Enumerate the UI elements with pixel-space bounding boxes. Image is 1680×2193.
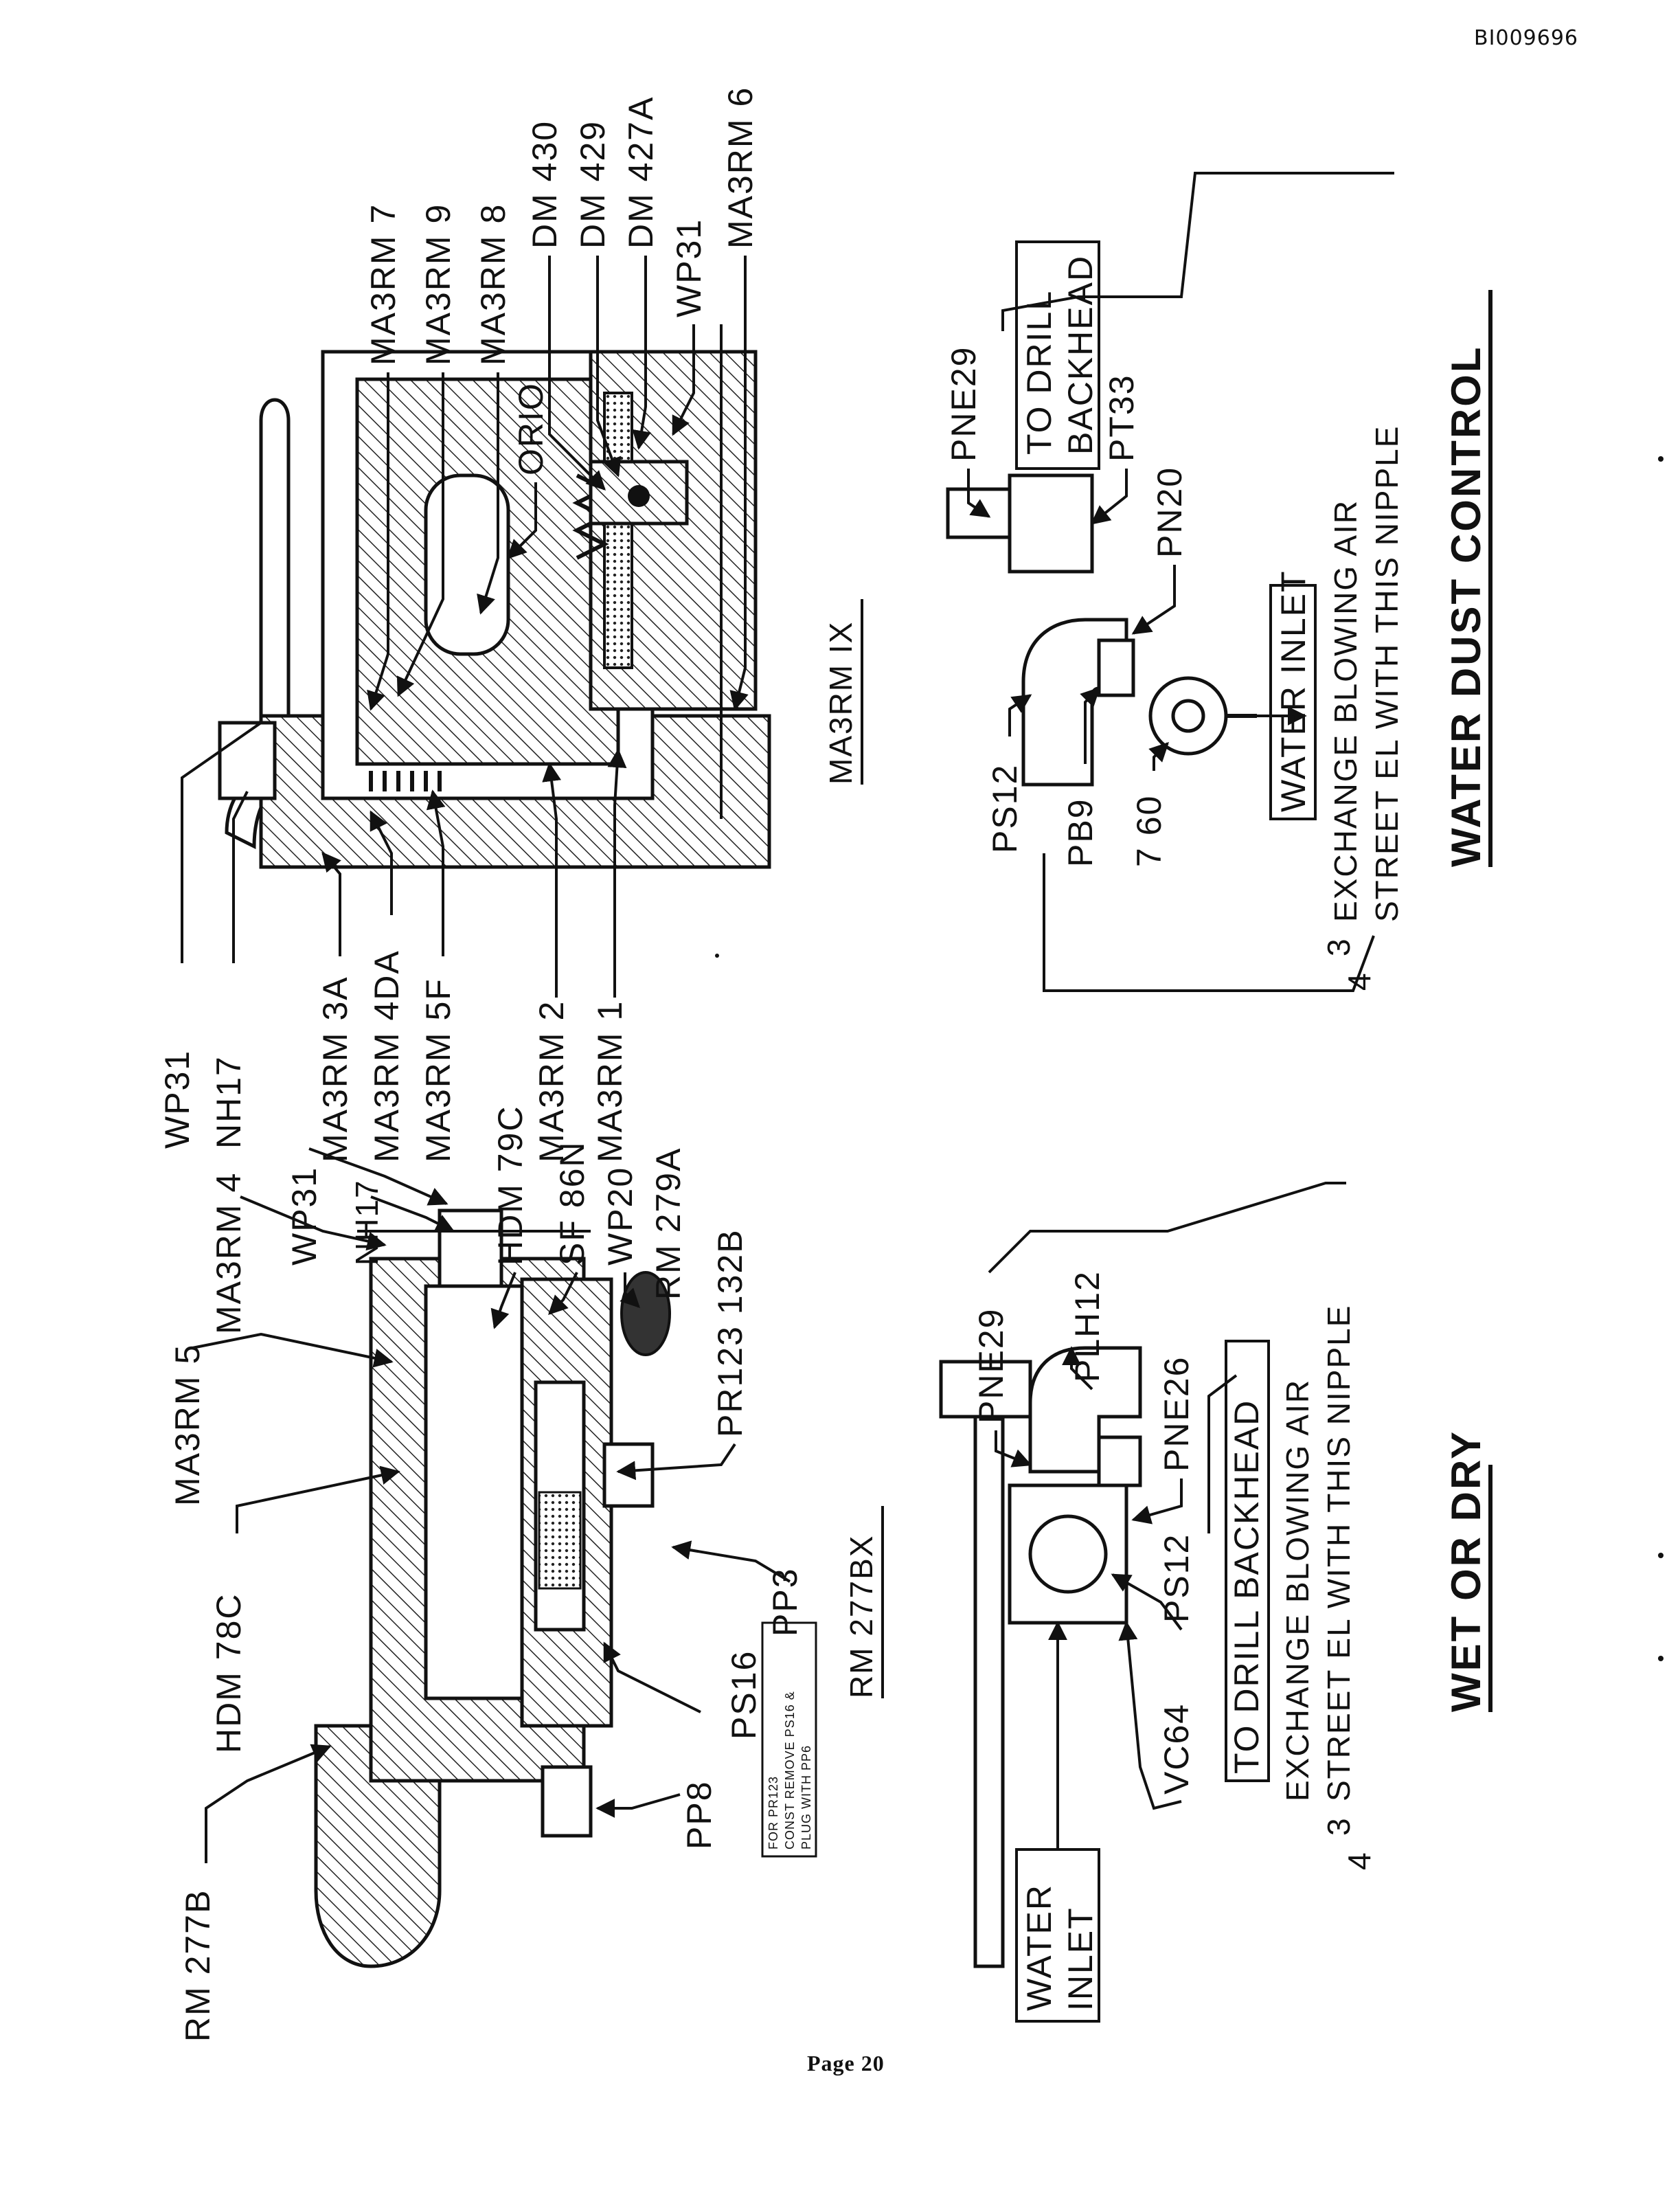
rm277-bottom-stem	[541, 1765, 593, 1838]
rotated-drawing: WP31 NH17 MA3RM 3A MA3RM 4DA MA3RM 5F MA…	[158, 87, 1492, 2042]
wdc-note-2: STREET EL WITH THIS NIPPLE	[1369, 425, 1405, 922]
wdc-title: WATER DUST CONTROL	[1443, 346, 1489, 868]
wd-fitting	[1097, 1435, 1142, 1487]
wdc-label-water-inlet: WATER INLET	[1274, 570, 1313, 812]
wdc-label-pn20: PN20	[1150, 466, 1189, 558]
wd-fraction-num: 3	[1321, 1817, 1357, 1836]
label-ma3rm-1: MA3RM 1	[591, 1000, 629, 1162]
ma3rm-shaded-plug	[603, 392, 633, 669]
wd-label-to-drill-backhead: TO DRILL BACKHEAD	[1227, 1399, 1266, 1774]
wdc-label-pb9: PB9	[1061, 798, 1100, 867]
water-dust-control-drawing	[946, 473, 1307, 787]
label-dm-427a: DM 427A	[622, 96, 660, 249]
wd-valve-ball	[1028, 1514, 1108, 1594]
wd-nipple	[939, 1360, 1032, 1419]
rm277-label-nh17: NH17	[349, 1179, 385, 1266]
label-wp31-b: WP31	[670, 218, 708, 317]
rm277-label-pp8: PP8	[680, 1780, 718, 1849]
label-dm-430: DM 430	[525, 120, 564, 249]
label-ma3rm-9: MA3RM 9	[419, 203, 457, 366]
label-ma3rm-8: MA3RM 8	[474, 203, 512, 366]
rm277-label-hdm78c: HDM 78C	[209, 1593, 248, 1753]
rm277-label-sf86n: SF 86N	[553, 1140, 591, 1266]
wdc-label-pt33: PT33	[1102, 374, 1141, 462]
page-number: Page 20	[807, 2051, 885, 2076]
label-dm-429: DM 429	[574, 120, 612, 249]
wdc-nipple	[946, 487, 1012, 539]
ma3rm-nut	[218, 721, 277, 800]
wdc-bushing	[1097, 638, 1135, 697]
rm277-label-rm279a: RM 279A	[649, 1147, 688, 1300]
rm277-labels: RM 277B HDM 78C MA3RM 5 MA3RM 4 WP31 NH1…	[168, 1105, 884, 2042]
rm277-dotted-core	[538, 1491, 582, 1590]
wd-label-pne26: PNE26	[1157, 1356, 1196, 1472]
rm277-title: RM 277BX	[843, 1535, 879, 1698]
rm277-label-ps16: PS16	[725, 1650, 763, 1740]
label-ma3rm-6: MA3RM 6	[721, 87, 760, 249]
rm277-label-ma3rm5: MA3RM 5	[168, 1344, 207, 1506]
label-ma3rm-5f: MA3RM 5F	[419, 978, 457, 1162]
wdc-label-760: 7 60	[1130, 795, 1168, 867]
label-nh17-a: NH17	[209, 1055, 248, 1149]
rm277-note-1: FOR PR123	[767, 1776, 780, 1849]
wd-note-1: EXCHANGE BLOWING AIR	[1280, 1379, 1315, 1801]
label-wp31-a: WP31	[158, 1050, 196, 1149]
label-ma3rm-3a: MA3RM 3A	[316, 976, 354, 1162]
water-dust-control-labels: PNE29 TO DRILL BACKHEAD PT33 PN20 PS12 P…	[944, 172, 1492, 992]
wdc-label-to-drill: TO DRILL	[1020, 290, 1058, 455]
wdc-fraction-num: 3	[1321, 937, 1357, 956]
label-ma3rm-4da: MA3RM 4DA	[367, 949, 406, 1162]
wet-dry-drawing	[939, 1346, 1142, 1968]
rm277-note-2: CONST REMOVE PS16 &	[783, 1691, 797, 1849]
rm277-label-wp31: WP31	[285, 1167, 323, 1266]
rm277-assembly	[314, 1208, 671, 1968]
wdc-label-pne29: PNE29	[944, 346, 983, 462]
wdc-tee	[1008, 473, 1094, 574]
label-orio: ORIO	[512, 382, 550, 475]
wdc-label-backhead: BACKHEAD	[1061, 255, 1100, 455]
wd-label-water: WATER	[1020, 1884, 1058, 2011]
rm277-label-ma3rm4: MA3RM 4	[209, 1172, 248, 1334]
rm277-side-fitting	[602, 1442, 655, 1508]
wd-label-inlet: INLET	[1061, 1907, 1100, 2011]
label-ma3rm-7: MA3RM 7	[364, 203, 402, 366]
wd-label-vc64: VC64	[1157, 1703, 1196, 1795]
ma3rm-check-ball	[628, 485, 650, 507]
wet-dry-labels: PNE29 PLH12 PNE26 TO DRILL BACKHEAD PS12…	[972, 1182, 1492, 2023]
wdc-valve-inner	[1171, 699, 1205, 733]
rm277-label-hdm79c: HDM 79C	[491, 1105, 530, 1266]
label-ma3rm-2: MA3RM 2	[532, 1000, 571, 1162]
rm277-label-rm277b: RM 277B	[179, 1889, 217, 2042]
rm277-label-pr123: PR123 132B	[711, 1228, 749, 1437]
rm277-label-wp20: WP20	[601, 1167, 639, 1266]
wd-note-2: STREET EL WITH THIS NIPPLE	[1321, 1305, 1357, 1801]
wdc-note-1: EXCHANGE BLOWING AIR	[1328, 499, 1363, 922]
ma3rm-title: MA3RM IX	[823, 621, 859, 785]
wd-handle	[973, 1367, 1005, 1968]
document-id: BI009696	[1474, 26, 1578, 50]
wdc-label-ps12: PS12	[986, 764, 1024, 853]
ma3rm-right-labels: MA3RM 7 MA3RM 9 MA3RM 8 ORIO DM 430 DM 4…	[364, 87, 760, 711]
wd-label-ps12: PS12	[1157, 1533, 1196, 1623]
wdc-fraction-den: 4	[1341, 971, 1377, 991]
wd-title: WET OR DRY	[1443, 1430, 1489, 1712]
wd-fraction-den: 4	[1341, 1851, 1377, 1870]
rm277-note-3: PLUG WITH PP6	[799, 1745, 813, 1849]
ma3rm-left-labels: WP31 NH17 MA3RM 3A MA3RM 4DA MA3RM 5F MA…	[158, 721, 629, 1162]
wd-label-pne29: PNE29	[972, 1308, 1010, 1424]
ma3rm-spring-left	[369, 771, 442, 791]
wd-label-plh12: PLH12	[1068, 1270, 1106, 1382]
